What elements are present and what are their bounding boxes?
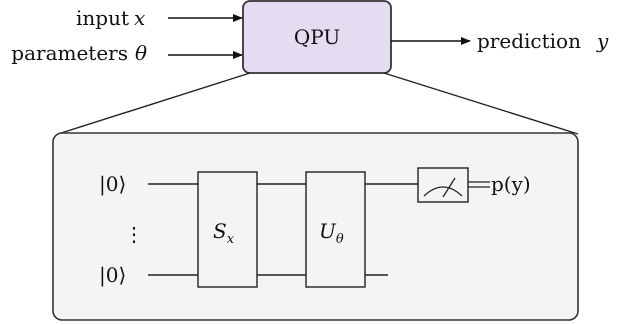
gate-s-box bbox=[197, 171, 258, 288]
gate-u-box bbox=[305, 171, 366, 288]
zoom-line-left bbox=[57, 72, 251, 135]
parameters-label: parameters bbox=[11, 41, 128, 65]
prediction-symbol: y bbox=[596, 29, 609, 53]
measurement-output-label: p(y) bbox=[491, 172, 531, 196]
meter-icon bbox=[423, 177, 463, 198]
qubit-ellipsis: ⋮ bbox=[124, 222, 144, 246]
parameters-symbol: θ bbox=[135, 41, 147, 65]
input-symbol: x bbox=[134, 6, 145, 30]
qpu-label: QPU bbox=[294, 25, 340, 49]
prediction-label: prediction bbox=[477, 29, 581, 53]
qubit-bottom-label: |0⟩ bbox=[99, 263, 126, 288]
gate-u-label: Uθ bbox=[319, 219, 344, 247]
zoom-line-right bbox=[383, 72, 579, 135]
qpu-box bbox=[242, 0, 392, 74]
qubit-top-label: |0⟩ bbox=[99, 172, 126, 197]
gate-s-label: Sx bbox=[213, 219, 235, 247]
input-label: input bbox=[76, 6, 129, 30]
